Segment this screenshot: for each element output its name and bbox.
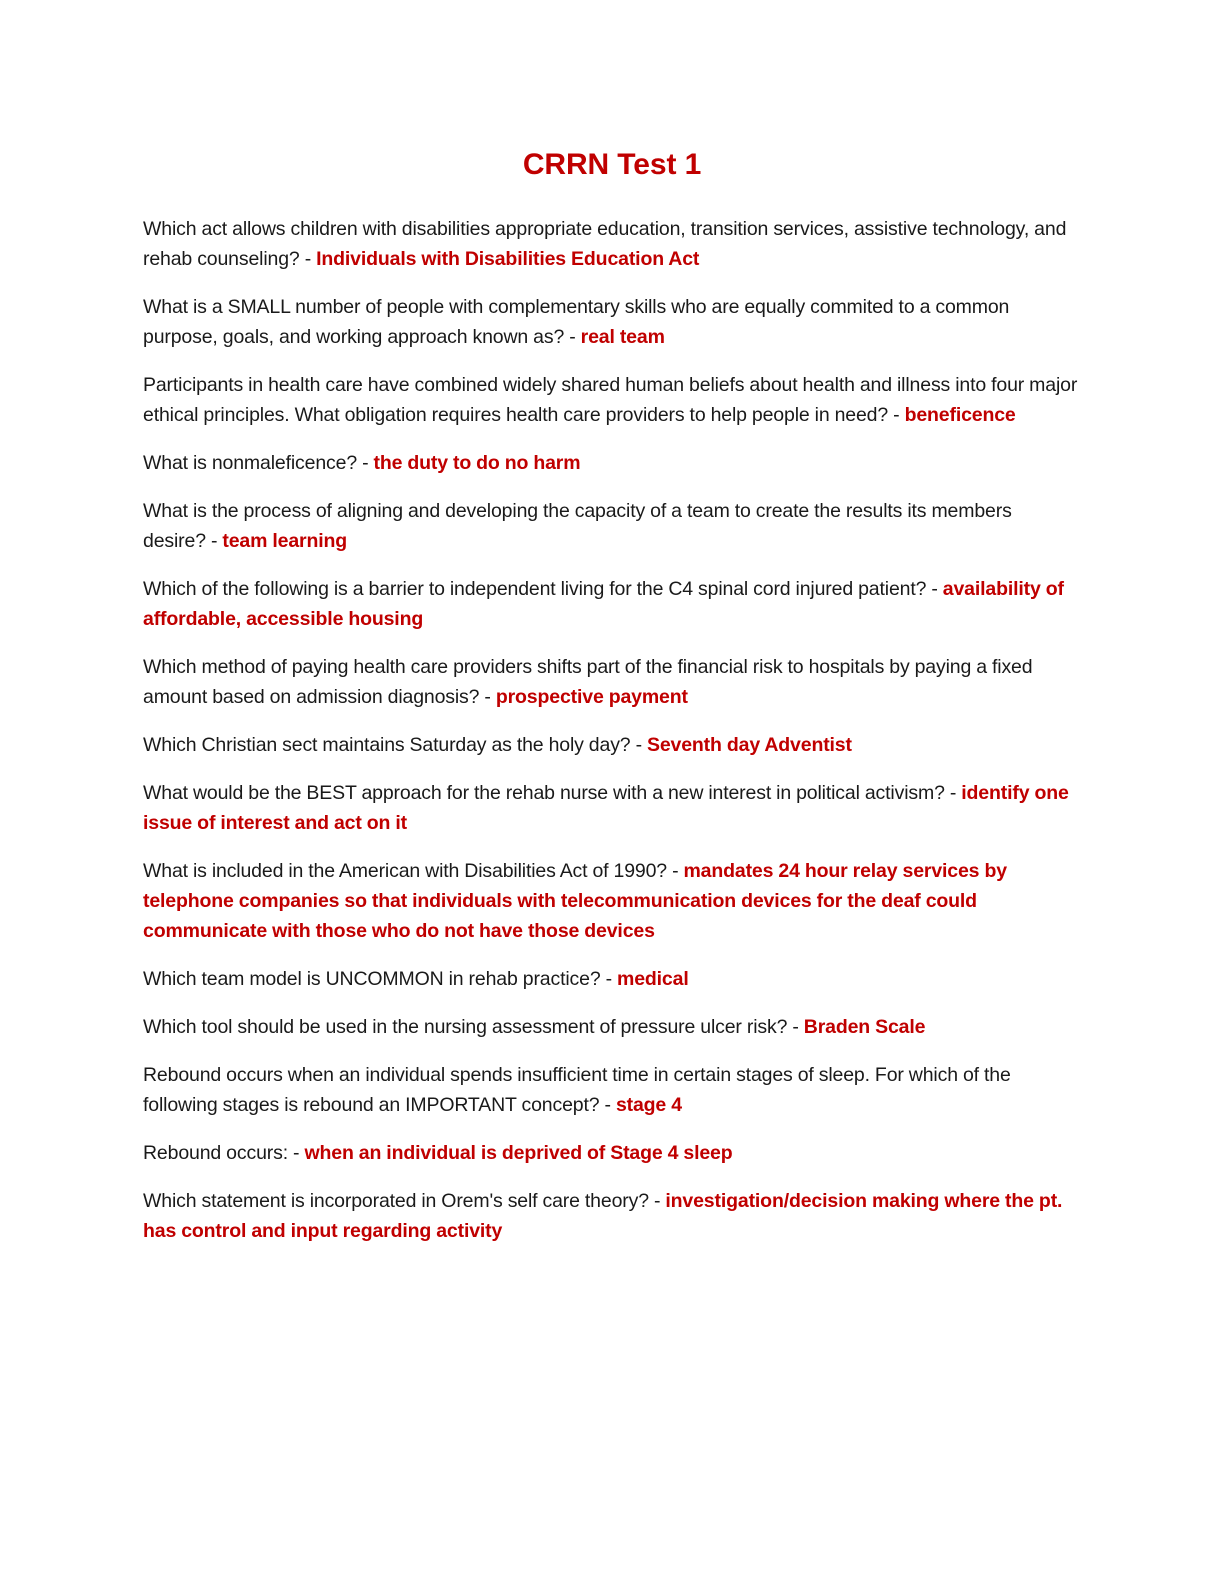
answer-text: stage 4	[615, 1094, 682, 1116]
question-text: Which tool should be used in the nursing…	[143, 1016, 788, 1038]
qa-item: What would be the BEST approach for the …	[143, 778, 1079, 838]
qa-item: What is a SMALL number of people with co…	[143, 292, 1079, 352]
qa-separator: -	[667, 860, 684, 882]
qa-separator: -	[787, 1016, 804, 1038]
qa-item: Participants in health care have combine…	[143, 370, 1079, 430]
qa-separator: -	[888, 404, 905, 426]
question-text: Which of the following is a barrier to i…	[143, 578, 927, 600]
qa-item: What is the process of aligning and deve…	[143, 496, 1079, 556]
answer-text: beneficence	[904, 404, 1016, 426]
question-text: Which act allows children with disabilit…	[143, 218, 1067, 270]
question-text: Which statement is incorporated in Orem'…	[143, 1190, 649, 1212]
answer-text: identify one issue of interest and act o…	[143, 782, 1069, 834]
qa-item: What is nonmaleficence? - the duty to do…	[143, 448, 1079, 478]
qa-separator: -	[205, 530, 223, 552]
qa-item: Which team model is UNCOMMON in rehab pr…	[143, 964, 1079, 994]
qa-item: Which method of paying health care provi…	[143, 652, 1079, 712]
answer-text: Individuals with Disabilities Education …	[316, 248, 700, 270]
qa-separator: -	[926, 578, 943, 600]
question-text: What is the process of aligning and deve…	[143, 500, 1012, 552]
question-text: What would be the BEST approach for the …	[143, 782, 945, 804]
question-text: What is included in the American with Di…	[143, 860, 667, 882]
qa-separator: -	[564, 326, 581, 348]
qa-item: Which of the following is a barrier to i…	[143, 574, 1079, 634]
answer-text: medical	[617, 968, 689, 990]
question-text: Rebound occurs when an individual spends…	[143, 1064, 1011, 1116]
question-text: Rebound occurs:	[143, 1142, 288, 1164]
question-text: Which team model is UNCOMMON in rehab pr…	[143, 968, 601, 990]
page-title: CRRN Test 1	[522, 148, 702, 181]
qa-item: Which statement is incorporated in Orem'…	[143, 1186, 1079, 1246]
qa-item: Which Christian sect maintains Saturday …	[143, 730, 1079, 760]
question-text: What is nonmaleficence?	[143, 452, 358, 474]
question-text: Which method of paying health care provi…	[143, 656, 1033, 708]
qa-item: Rebound occurs when an individual spends…	[143, 1060, 1079, 1120]
qa-separator: -	[287, 1142, 305, 1164]
question-text: What is a SMALL number of people with co…	[143, 296, 1010, 348]
question-text: Participants in health care have combine…	[143, 374, 1078, 426]
qa-separator: -	[630, 734, 647, 756]
qa-separator: -	[944, 782, 962, 804]
answer-text: real team	[580, 326, 665, 348]
qa-separator: -	[299, 248, 317, 270]
qa-separator: -	[648, 1190, 666, 1212]
answer-text: the duty to do no harm	[373, 452, 581, 474]
question-text: Which Christian sect maintains Saturday …	[143, 734, 631, 756]
qa-item: Which act allows children with disabilit…	[143, 214, 1079, 274]
answer-text: prospective payment	[495, 686, 688, 708]
qa-separator: -	[357, 452, 374, 474]
answer-text: when an individual is deprived of Stage …	[304, 1142, 733, 1164]
answer-text: investigation/decision making where the …	[143, 1190, 1063, 1242]
qa-separator: -	[599, 1094, 616, 1116]
qa-item: What is included in the American with Di…	[143, 856, 1079, 946]
qa-separator: -	[479, 686, 496, 708]
answer-text: mandates 24 hour relay services by telep…	[143, 860, 1007, 942]
qa-item: Rebound occurs: - when an individual is …	[143, 1138, 1079, 1168]
qa-item: Which tool should be used in the nursing…	[143, 1012, 1079, 1042]
answer-text: Seventh day Adventist	[646, 734, 852, 756]
answer-text: availability of affordable, accessible h…	[143, 578, 1064, 630]
question-answer-list: Which act allows children with disabilit…	[143, 214, 1079, 1246]
answer-text: Braden Scale	[803, 1016, 926, 1038]
answer-text: team learning	[222, 530, 348, 552]
qa-separator: -	[600, 968, 618, 990]
